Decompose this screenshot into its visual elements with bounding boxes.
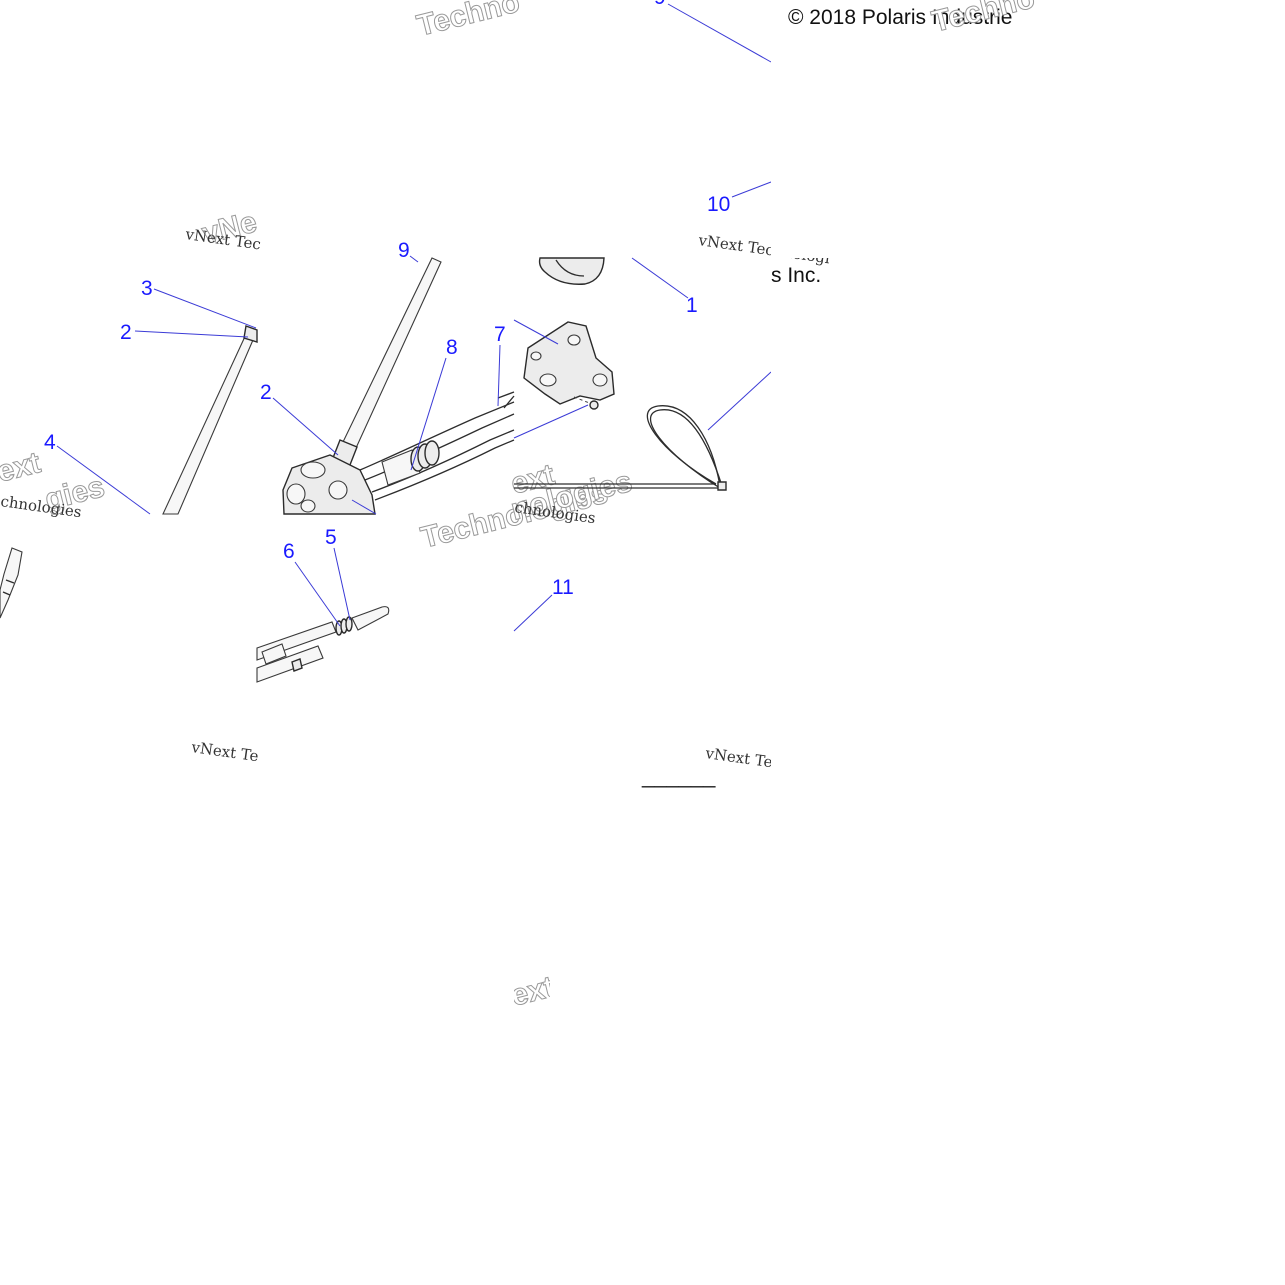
tube-fitting <box>243 325 258 343</box>
callout-2: 2 <box>260 381 272 404</box>
mounting-bracket <box>523 321 615 405</box>
callout-11: 11 <box>552 576 574 599</box>
callouts: 9 10 1 3 2 4 9 8 7 2 6 5 11 <box>44 0 730 599</box>
callout-7: 7 <box>494 323 506 346</box>
callout-1: 1 <box>686 294 698 317</box>
hose <box>374 439 515 501</box>
cable-tie-head <box>717 481 727 491</box>
callout-5: 5 <box>325 526 337 549</box>
brake-line-tube <box>162 329 257 515</box>
cylinder-port <box>328 480 348 500</box>
watermark-text: Techno <box>929 0 1038 39</box>
callout-2: 2 <box>120 321 132 344</box>
callout-3: 3 <box>141 277 153 300</box>
hose <box>359 401 515 471</box>
cable-ring <box>345 616 353 632</box>
callout-10: 10 <box>707 193 730 216</box>
diagram-tile-right <box>514 257 727 491</box>
hose-end <box>497 391 515 399</box>
diagram-tile-left <box>0 325 258 619</box>
cable-end-fitting <box>351 606 390 631</box>
copyright-text: © 2018 Polaris Industrie <box>788 6 1012 29</box>
callout-6: 6 <box>283 540 295 563</box>
callout-9: 9 <box>398 239 410 262</box>
watermark-text: vNext Te <box>189 738 259 765</box>
cable-tie <box>514 409 723 489</box>
blank-regions <box>0 40 1285 1285</box>
cable-sleeve <box>261 643 287 665</box>
cable-end-ridge <box>2 591 11 596</box>
watermark-text: Techno <box>414 0 523 43</box>
leader-lines <box>56 3 772 632</box>
diagram-tile-center <box>256 257 515 683</box>
bolt <box>589 400 599 410</box>
bracket-hole <box>592 373 608 387</box>
drawing-number-partial: ______ <box>641 763 716 788</box>
hose-clamp <box>424 440 440 466</box>
callout-4: 4 <box>44 431 56 454</box>
bracket-hole <box>567 334 581 346</box>
bracket-hole <box>530 351 542 361</box>
bracket-hole <box>539 373 557 387</box>
cylinder-port <box>300 461 326 479</box>
cylinder-port <box>300 499 316 513</box>
housing-detail <box>555 259 585 277</box>
cable-sleeve <box>256 645 324 683</box>
callout-8: 8 <box>446 336 458 359</box>
cable-clip <box>291 658 303 672</box>
cable-end <box>0 547 23 619</box>
hose-end <box>503 395 515 409</box>
copyright-fragment: s Inc. <box>771 264 821 287</box>
cylinder-port <box>286 483 306 505</box>
hose <box>371 429 515 493</box>
callout-9: 9 <box>654 0 666 9</box>
cable-end-ridge <box>5 579 15 584</box>
housing-partial <box>538 257 605 285</box>
watermark-text: ext <box>0 446 44 489</box>
